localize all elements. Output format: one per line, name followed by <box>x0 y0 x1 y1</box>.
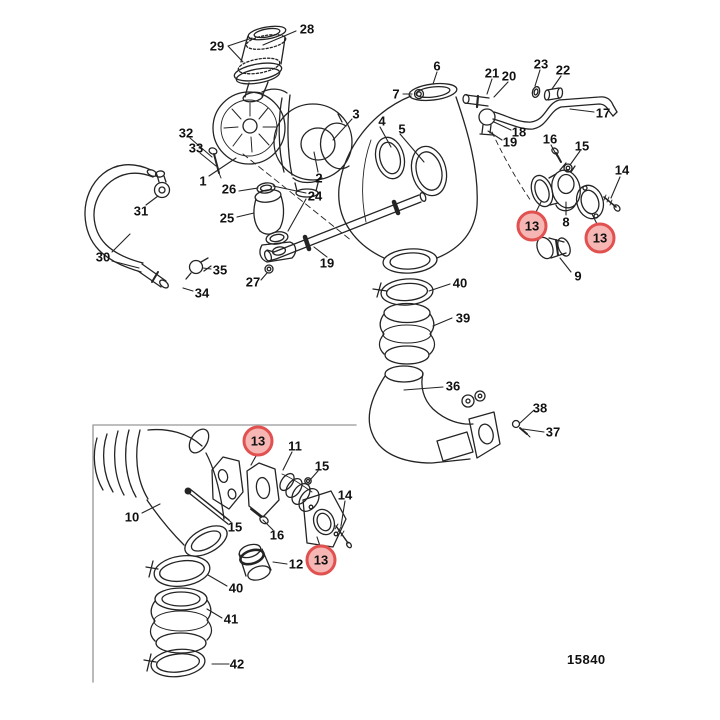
part-callout-37[interactable]: 37 <box>545 424 561 440</box>
part-callout-35[interactable]: 35 <box>212 262 228 278</box>
inset-box-drawing <box>92 424 357 683</box>
part-callout-42[interactable]: 42 <box>229 656 245 672</box>
outlet-flange-stack-drawing <box>530 147 621 260</box>
part-callout-13-1[interactable]: 13 <box>516 210 548 242</box>
part-callout-39[interactable]: 39 <box>455 310 471 326</box>
part-callout-29[interactable]: 29 <box>209 38 225 54</box>
part-callout-6[interactable]: 6 <box>433 58 441 74</box>
part-callout-7[interactable]: 7 <box>392 86 400 102</box>
part-callout-26[interactable]: 26 <box>221 181 237 197</box>
part-callout-41[interactable]: 41 <box>223 611 239 627</box>
assembly-axis-lines <box>242 131 532 242</box>
part-callout-9[interactable]: 9 <box>574 268 582 284</box>
part-callout-33[interactable]: 33 <box>188 140 204 156</box>
part-callout-22[interactable]: 22 <box>555 62 571 78</box>
part-callout-27[interactable]: 27 <box>245 274 261 290</box>
water-tube-drawing <box>462 85 618 136</box>
part-callout-1[interactable]: 1 <box>199 173 207 189</box>
part-callout-16-1[interactable]: 16 <box>542 131 558 147</box>
part-callout-20[interactable]: 20 <box>501 68 517 84</box>
part-callout-31[interactable]: 31 <box>133 203 149 219</box>
part-callout-11[interactable]: 11 <box>288 438 302 454</box>
part-callout-17[interactable]: 17 <box>595 105 611 121</box>
part-callout-13-3[interactable]: 13 <box>242 425 274 457</box>
part-callout-32[interactable]: 32 <box>178 125 194 141</box>
part-callout-15-1[interactable]: 15 <box>574 138 590 154</box>
lower-stack-drawing <box>368 278 531 464</box>
part-callout-38[interactable]: 38 <box>532 400 548 416</box>
part-callout-30[interactable]: 30 <box>95 249 111 265</box>
part-callout-2[interactable]: 2 <box>315 170 323 186</box>
part-callout-15-2[interactable]: 15 <box>314 458 330 474</box>
part-callout-16-2[interactable]: 16 <box>269 527 285 543</box>
part-callout-10[interactable]: 10 <box>124 509 140 525</box>
turbocharger-drawing <box>212 88 353 198</box>
part-callout-8[interactable]: 8 <box>562 214 570 230</box>
part-callout-13-2[interactable]: 13 <box>584 222 616 254</box>
part-callout-24[interactable]: 24 <box>307 188 323 204</box>
clamp-and-gasket-rings-drawing <box>319 113 448 197</box>
part-callout-18[interactable]: 18 <box>511 124 527 140</box>
part-callout-14-1[interactable]: 14 <box>614 162 630 178</box>
part-callout-14-2[interactable]: 14 <box>337 487 353 503</box>
part-callout-15-3[interactable]: 15 <box>227 519 243 535</box>
part-callout-34[interactable]: 34 <box>194 285 210 301</box>
exhaust-pipe-drawing <box>338 82 478 274</box>
part-callout-13-4[interactable]: 13 <box>305 544 337 576</box>
part-callout-25[interactable]: 25 <box>219 210 235 226</box>
part-callout-21[interactable]: 21 <box>484 65 500 81</box>
part-callout-19-1[interactable]: 19 <box>502 134 518 150</box>
part-callout-19-2[interactable]: 19 <box>319 255 335 271</box>
part-callout-23[interactable]: 23 <box>533 56 549 72</box>
part-callout-40-2[interactable]: 40 <box>228 580 244 596</box>
part-callout-12[interactable]: 12 <box>288 556 304 572</box>
part-callout-28[interactable]: 28 <box>299 21 315 37</box>
part-callout-4[interactable]: 4 <box>378 113 386 129</box>
part-callout-5[interactable]: 5 <box>398 121 406 137</box>
oil-line-drawing <box>263 192 427 262</box>
part-callout-3[interactable]: 3 <box>352 106 360 122</box>
part-callout-40-1[interactable]: 40 <box>452 275 468 291</box>
drawing-number: 15840 <box>567 652 606 667</box>
leader-lines <box>111 30 621 665</box>
part-callout-36[interactable]: 36 <box>445 378 461 394</box>
